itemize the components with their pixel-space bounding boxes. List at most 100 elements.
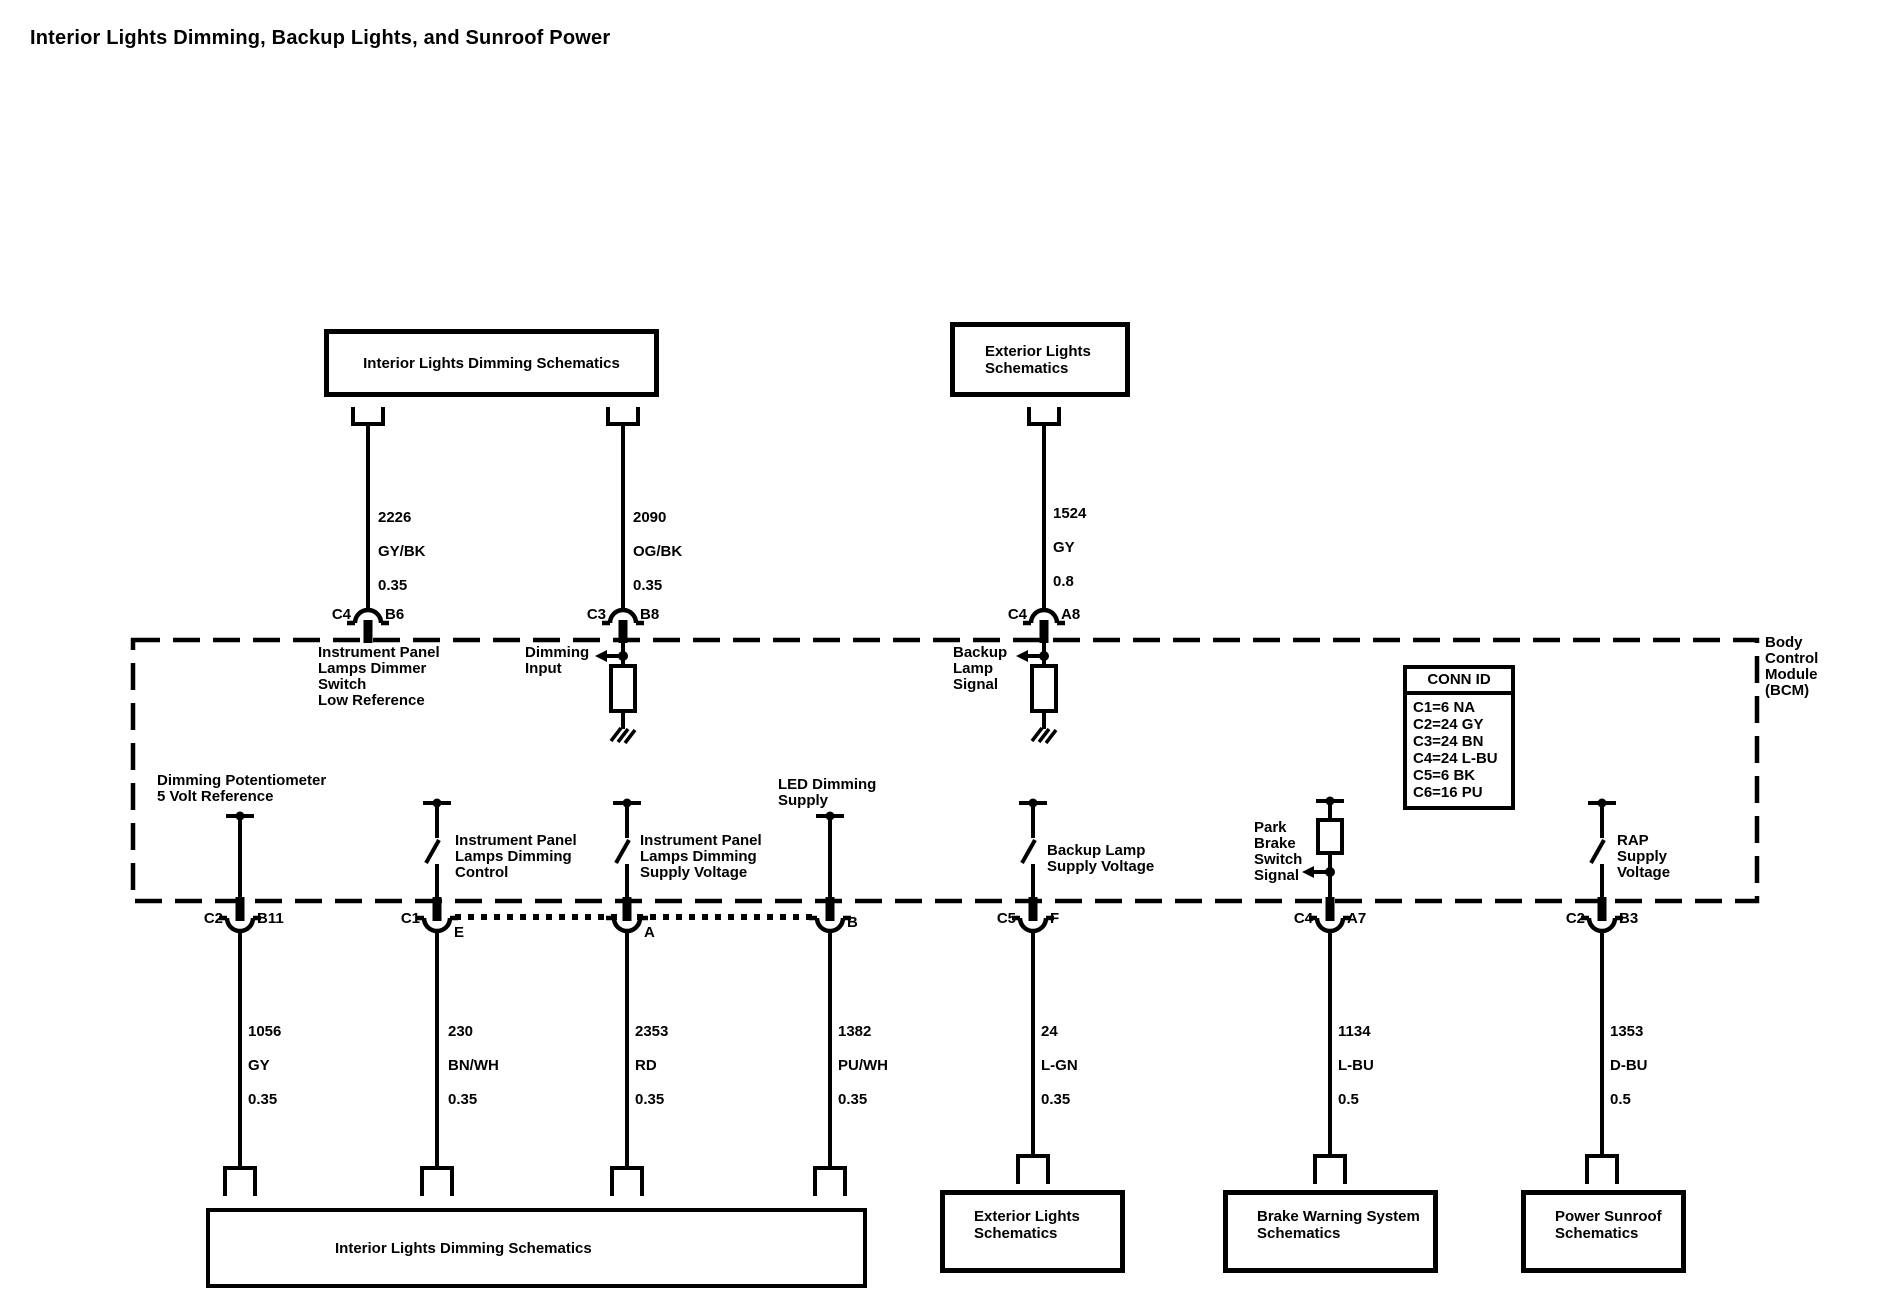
ground-icon xyxy=(609,726,637,745)
wire-label: 1524 GY 0.8 xyxy=(1053,488,1086,607)
circuit-number: 2090 xyxy=(633,509,667,526)
wire-size: 0.35 xyxy=(1041,1091,1071,1108)
connector-id: C2 xyxy=(203,910,223,927)
box-stub-bracket xyxy=(223,1166,257,1196)
wire-label: 1134 L-BU 0.5 xyxy=(1338,1006,1374,1125)
wire-label: 230 BN/WH 0.35 xyxy=(448,1006,499,1125)
circuit-dimming-potentiometer xyxy=(219,811,261,1196)
wire-label: 2226 GY/BK 0.35 xyxy=(378,492,426,611)
schematic-box-top-exterior: Exterior Lights Schematics xyxy=(950,322,1130,397)
pin-id: F xyxy=(1050,910,1060,927)
box-stub-bracket xyxy=(1016,1154,1050,1184)
pin-id: E xyxy=(454,924,465,941)
wire-color: GY/BK xyxy=(378,543,426,560)
wire-size: 0.8 xyxy=(1053,573,1074,590)
connector-id: C4 xyxy=(1007,606,1027,623)
wire-label: 24 L-GN 0.35 xyxy=(1041,1006,1078,1125)
conn-id-row: C6=16 PU xyxy=(1413,784,1483,801)
wire-size: 0.35 xyxy=(378,577,408,594)
arrow-left-icon xyxy=(1016,650,1028,662)
resistor-icon xyxy=(1030,664,1058,713)
box-stub-bracket xyxy=(610,1166,644,1196)
schematic-box-top-interior: Interior Lights Dimming Schematics xyxy=(324,329,659,397)
pin-id: A8 xyxy=(1061,606,1081,623)
bcm-pin-label-backup-lamp-supply: Backup Lamp Supply Voltage xyxy=(1047,842,1155,875)
circuit-led-dimming-supply xyxy=(809,811,851,1196)
bcm-pin-label-dimmer-low-ref: Instrument Panel Lamps Dimmer Switch Low… xyxy=(318,644,440,709)
wire-color: PU/WH xyxy=(838,1057,888,1074)
wire-size: 0.35 xyxy=(248,1091,278,1108)
circuit-number: 1056 xyxy=(248,1023,282,1040)
circuit-ipl-dimming-supply xyxy=(606,798,648,1196)
pin-id: B8 xyxy=(640,606,660,623)
circuit-number: 2353 xyxy=(635,1023,669,1040)
circuit-rap-supply xyxy=(1581,798,1623,1184)
circuit-number: 1524 xyxy=(1053,505,1087,522)
resistor-icon xyxy=(1316,818,1344,855)
arrow-left-icon xyxy=(1302,866,1314,878)
bcm-dashed-border xyxy=(130,637,1760,904)
inline-connector-icon xyxy=(1023,607,1065,626)
connector-id: C3 xyxy=(586,606,606,623)
connector-id: C1 xyxy=(400,910,420,927)
wire-size: 0.5 xyxy=(1338,1091,1359,1108)
wire-size: 0.5 xyxy=(1610,1091,1631,1108)
wire-size: 0.35 xyxy=(635,1091,665,1108)
wire-label: 2353 RD 0.35 xyxy=(635,1006,668,1125)
bcm-pin-label-ipl-dimming-supply: Instrument Panel Lamps Dimming Supply Vo… xyxy=(640,832,762,881)
conn-id-row: C2=24 GY xyxy=(1413,716,1484,733)
circuit-backup-lamp-signal xyxy=(1016,407,1065,745)
circuit-number: 1134 xyxy=(1338,1023,1371,1040)
connector-id: C4 xyxy=(331,606,351,623)
connector-id: C4 xyxy=(1293,910,1313,927)
wire-color: GY xyxy=(248,1057,270,1074)
arrow-left-icon xyxy=(595,650,607,662)
pin-id: B11 xyxy=(257,910,284,927)
pin-id: B6 xyxy=(385,606,405,623)
wire-label: 2090 OG/BK 0.35 xyxy=(633,492,682,611)
pin-id: A7 xyxy=(1347,910,1367,927)
conn-id-row: C5=6 BK xyxy=(1413,767,1476,784)
pin-id: B xyxy=(847,914,858,931)
wire-size: 0.35 xyxy=(448,1091,478,1108)
circuit-number: 230 xyxy=(448,1023,474,1040)
wire-color: GY xyxy=(1053,539,1075,556)
conn-id-row: C4=24 L-BU xyxy=(1413,750,1498,767)
conn-id-row: C1=6 NA xyxy=(1413,699,1476,716)
box-stub-bracket xyxy=(1027,407,1061,426)
circuit-park-brake-switch-signal xyxy=(1302,796,1351,1184)
junction-dot xyxy=(1325,867,1335,877)
wire-size: 0.35 xyxy=(838,1091,868,1108)
circuit-dimmer-low-reference xyxy=(347,407,389,643)
wire-color: L-BU xyxy=(1338,1057,1374,1074)
page-title: Interior Lights Dimming, Backup Lights, … xyxy=(30,27,611,49)
resistor-icon xyxy=(609,664,637,713)
junction-dot xyxy=(1039,651,1049,661)
box-stub-bracket xyxy=(1585,1154,1619,1184)
schematic-box-bottom-exterior: Exterior Lights Schematics xyxy=(940,1190,1125,1273)
circuit-dimming-input xyxy=(595,407,644,745)
pin-id: A xyxy=(644,924,655,941)
wire-label: 1353 D-BU 0.5 xyxy=(1610,1006,1648,1125)
circuit-number: 2226 xyxy=(378,509,412,526)
wire-color: OG/BK xyxy=(633,543,683,560)
wire-label: 1056 GY 0.35 xyxy=(248,1006,281,1125)
bcm-pin-label-dimming-input: Dimming Input xyxy=(525,644,590,677)
module-name-bcm: Body Control Module (BCM) xyxy=(1765,634,1819,699)
switch-icon xyxy=(1589,839,1606,864)
inline-connector-icon xyxy=(602,607,644,626)
bcm-pin-label-ipl-dimming-control: Instrument Panel Lamps Dimming Control xyxy=(455,832,577,881)
circuit-number: 24 xyxy=(1041,1023,1058,1040)
circuit-number: 1353 xyxy=(1610,1023,1644,1040)
inline-connector-icon xyxy=(347,607,389,626)
ground-icon xyxy=(1030,726,1058,745)
wire-color: D-BU xyxy=(1610,1057,1648,1074)
switch-icon xyxy=(1020,839,1037,864)
pin-id: B3 xyxy=(1619,910,1639,927)
switch-icon xyxy=(424,839,441,864)
conn-id-table: CONN ID C1=6 NA C2=24 GY C3=24 BN C4=24 … xyxy=(1403,665,1515,810)
circuit-backup-lamp-supply xyxy=(1012,798,1054,1184)
junction-dot xyxy=(618,651,628,661)
